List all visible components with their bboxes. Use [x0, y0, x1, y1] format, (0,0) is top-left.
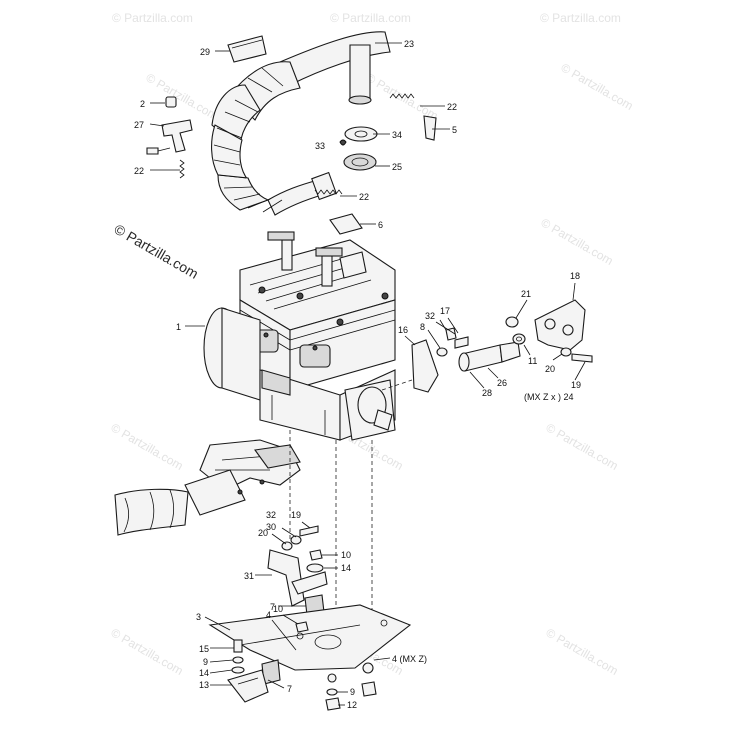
callout-9: 9: [203, 657, 208, 667]
heat-shield: [227, 35, 267, 63]
callout-6: 6: [378, 220, 383, 230]
callout-7: 7: [287, 684, 292, 694]
callout-14: 14: [199, 668, 209, 678]
callout-27: 27: [134, 120, 144, 130]
callout-32: 32: [425, 311, 435, 321]
watermark-text: © Partzilla.com: [539, 215, 616, 268]
right-engine-mount: [411, 299, 593, 393]
leader-lines: [149, 42, 586, 706]
callout-5: 5: [452, 125, 457, 135]
watermark-text: © Partzilla.com: [364, 70, 441, 123]
callout-15: 15: [199, 644, 209, 654]
callout-mxzx-24: (MX Z x ) 24: [524, 392, 574, 402]
callout-19: 19: [571, 380, 581, 390]
callout-4-mxz: 4 (MX Z): [392, 654, 427, 664]
callout-10: 10: [341, 550, 351, 560]
watermark-text: © Partzilla.com: [559, 60, 636, 113]
callout-23: 23: [404, 39, 414, 49]
callout-26: 26: [497, 378, 507, 388]
spring-and-clip: [389, 93, 437, 141]
callout-34: 34: [392, 130, 402, 140]
callout-32: 32: [266, 510, 276, 520]
callout-25: 25: [392, 162, 402, 172]
tuned-pipe: [211, 31, 391, 216]
callout-28: 28: [482, 388, 492, 398]
lower-mount: [208, 525, 412, 711]
callout-22: 22: [447, 102, 457, 112]
callout-11: 11: [528, 356, 537, 366]
callout-9: 9: [350, 687, 355, 697]
callout-30: 30: [266, 522, 276, 532]
callout-19: 19: [291, 510, 301, 520]
watermark-text: © Partzilla.com: [330, 11, 411, 25]
callout-8: 8: [420, 322, 425, 332]
callout-17: 17: [440, 306, 450, 316]
alignment-lines: [289, 379, 413, 612]
callout-7: 7: [270, 602, 275, 612]
engine-block: [203, 231, 396, 441]
callout-3: 3: [196, 612, 201, 622]
watermark-text: © Partzilla.com: [544, 420, 621, 473]
watermark-text: © Partzilla.com: [540, 11, 621, 25]
callout-4: 4: [266, 610, 271, 620]
callout-14: 14: [341, 563, 351, 573]
watermark-text: © Partzilla.com: [144, 70, 221, 123]
callout-29: 29: [200, 47, 210, 57]
callout-12: 12: [347, 700, 357, 710]
callout-labels: 29 23 2 22 27 5 33 34 22 25 22 6 18 21 3…: [134, 39, 581, 710]
callout-22: 22: [134, 166, 144, 176]
watermark-text: © Partzilla.com: [112, 11, 193, 25]
watermark-text: © Partzilla.com: [109, 625, 186, 678]
callout-21: 21: [521, 289, 531, 299]
callout-18: 18: [570, 271, 580, 281]
callout-22: 22: [359, 192, 369, 202]
intake-manifold: [114, 439, 301, 536]
spring-22-lower: [314, 189, 343, 195]
watermark-text: © Partzilla.com: [109, 420, 186, 473]
callout-33: 33: [315, 141, 325, 151]
callout-31: 31: [244, 571, 254, 581]
gasket: [329, 213, 363, 235]
callout-13: 13: [199, 680, 209, 690]
callout-1: 1: [176, 322, 181, 332]
watermark-text: © Partzilla.com: [544, 625, 621, 678]
callout-20: 20: [545, 364, 555, 374]
washers: [339, 126, 378, 171]
callout-10: 10: [273, 604, 283, 614]
spring-bracket: [146, 96, 193, 179]
watermark-main: © Partzilla.com: [112, 221, 202, 282]
callout-2: 2: [140, 99, 145, 109]
callout-16: 16: [398, 325, 408, 335]
callout-20: 20: [258, 528, 268, 538]
